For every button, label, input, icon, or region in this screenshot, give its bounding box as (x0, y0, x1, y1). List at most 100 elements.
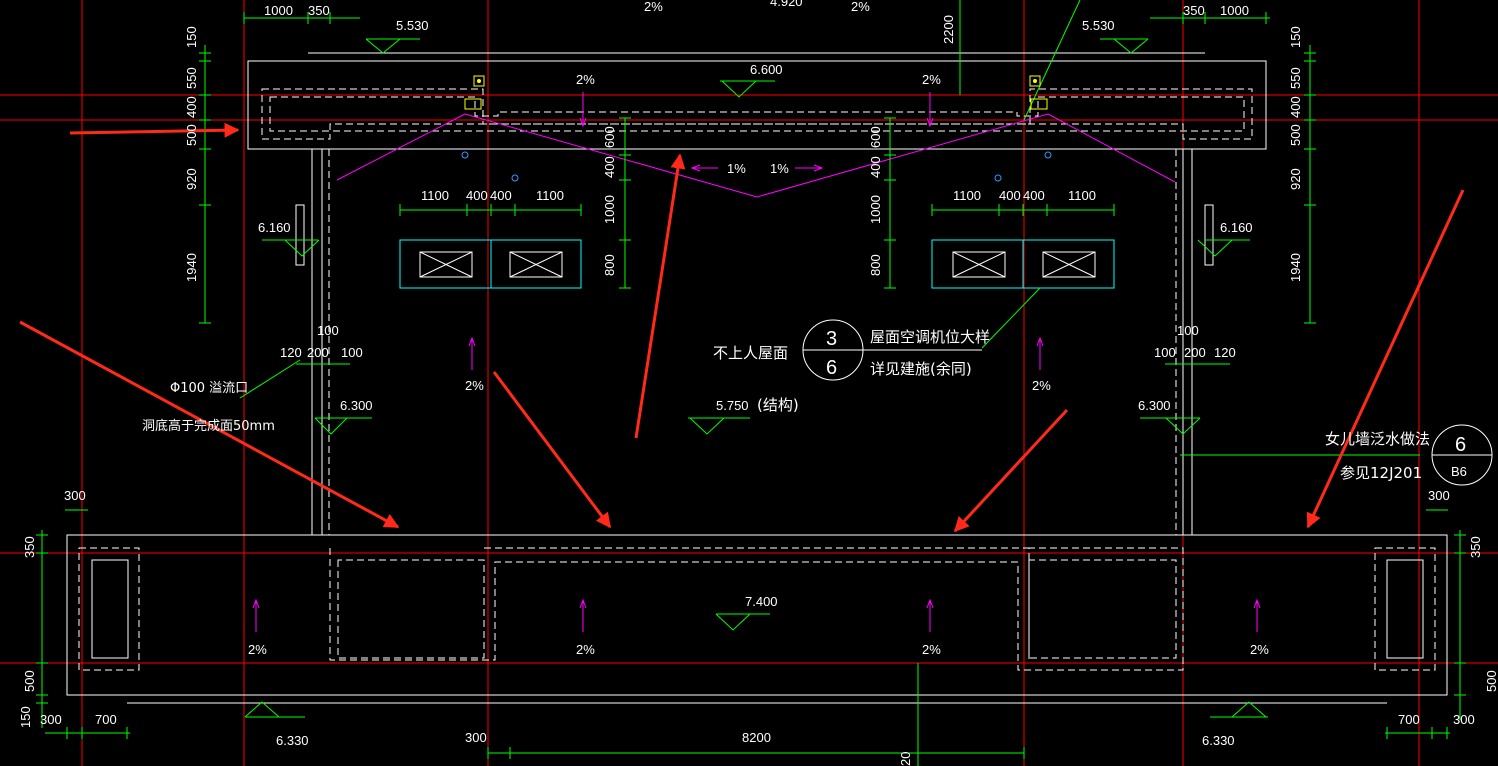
slope-lines (336, 113, 1176, 198)
dim-lower-right-v-1: 350 (1468, 536, 1483, 558)
dim-lower-right-v-2: 500 (1484, 670, 1498, 692)
dim-wall-right-2: 100 (1154, 345, 1176, 360)
dim-wall-left-2: 120 (280, 345, 302, 360)
elev-bottom-right: 6.330 (1202, 733, 1235, 748)
dim-inner-right-4: 800 (868, 254, 883, 276)
side-walls (295, 149, 1214, 535)
dim-wall-right-4: 120 (1214, 345, 1236, 360)
label-overflow-note: 洞底高于完成面50mm (142, 418, 275, 434)
elev-lower-roof: 7.400 (745, 594, 778, 609)
slope-lower-3: 2% (922, 642, 941, 657)
elevation-markers (244, 38, 1268, 718)
slope-lower-4: 2% (1250, 642, 1269, 657)
dim-right-v-5: 920 (1288, 168, 1303, 190)
dim-lower-left-v-1: 350 (22, 536, 37, 558)
dim-inner-left-3: 1000 (602, 195, 617, 224)
elev-parapet-left: 6.160 (258, 220, 291, 235)
slope-center-left: 1% (727, 161, 746, 176)
dim-lower-left-v-3: 150 (18, 706, 33, 728)
dim-bottom-left-1: 300 (40, 712, 62, 727)
dim-left-v-1: 150 (184, 26, 199, 48)
slope-upper-right: 2% (922, 72, 941, 87)
bubble-ac-bottom: 6 (826, 357, 837, 379)
dim-wall-left-4: 100 (341, 345, 363, 360)
ac-unit-marks (419, 251, 1096, 278)
slope-upper-left: 2% (576, 72, 595, 87)
dim-inner-right-2: 400 (868, 156, 883, 178)
dim-wall-left-1: 100 (317, 323, 339, 338)
dim-inner-left-2: 400 (602, 156, 617, 178)
dim-bottom-left-2: 700 (95, 712, 117, 727)
dim-right-v-6: 1940 (1288, 253, 1303, 282)
dim-inner-right-1: 600 (868, 126, 883, 148)
dim-lower-left-v-2: 500 (22, 670, 37, 692)
detail-bubble-ac (802, 319, 982, 381)
dim-top-left-1: 1000 (264, 3, 293, 18)
dim-right-v-3: 400 (1288, 96, 1303, 118)
highlight-arrow-2 (634, 153, 686, 439)
label-parapet-ref: 参见12J201 (1340, 464, 1422, 482)
elev-top-center: 4.920 (770, 0, 803, 9)
dim-ac-left-1: 1100 (421, 188, 449, 203)
dim-inner-left-4: 800 (602, 254, 617, 276)
highlight-arrows (19, 122, 1465, 533)
dim-top-right-1: 350 (1183, 3, 1205, 18)
dim-lower-right-top: 300 (1428, 488, 1450, 503)
slope-top-a: 2% (644, 0, 663, 14)
highlight-arrow-1 (69, 122, 240, 138)
elev-top-right: 5.530 (1082, 18, 1115, 33)
bubble-parapet-bottom: B6 (1451, 464, 1467, 479)
elev-bottom-left: 6.330 (276, 733, 309, 748)
dim-top-right-2: 1000 (1220, 3, 1249, 18)
elev-side-left: 6.300 (340, 398, 373, 413)
dim-right-v-2: 550 (1288, 67, 1303, 89)
dim-bottom-edge: 20 (898, 752, 913, 766)
slope-roof-left: 2% (465, 378, 484, 393)
dim-right-v-4: 500 (1288, 124, 1303, 146)
dim-top-left-2: 350 (308, 3, 330, 18)
dim-wall-right-3: 200 (1184, 345, 1206, 360)
dim-left-v-2: 550 (184, 67, 199, 89)
highlight-arrow-6 (1306, 189, 1465, 529)
label-ac-detail-title: 屋面空调机位大样 (870, 328, 990, 346)
dim-left-v-3: 400 (184, 96, 199, 118)
slope-top-b: 2% (851, 0, 870, 14)
dim-lower-left-top: 300 (64, 488, 86, 503)
dim-ac-right-4: 1100 (1068, 188, 1096, 203)
slope-center-right: 1% (770, 161, 789, 176)
label-overflow-pipe: Φ100 溢流口 (170, 381, 248, 396)
dim-ac-right-1: 1100 (953, 188, 981, 203)
dim-bottom-center-2: 8200 (742, 730, 771, 745)
dim-bottom-center-1: 300 (465, 730, 487, 745)
dim-bottom-right-1: 700 (1398, 712, 1420, 727)
dimension-ticks (36, 12, 1466, 759)
slope-lower-1: 2% (248, 642, 267, 657)
elev-upper-roof: 6.600 (750, 62, 783, 77)
drain-icon (461, 75, 1052, 182)
lower-roof-outline (66, 534, 1448, 704)
dim-left-v-4: 500 (184, 124, 199, 146)
dim-inner-left-1: 600 (602, 126, 617, 148)
dim-right-v-1: 150 (1288, 26, 1303, 48)
roof-elev-note: (结构) (757, 396, 799, 414)
ac-units (399, 239, 1115, 289)
elev-parapet-right: 6.160 (1220, 220, 1253, 235)
dim-wall-left-3: 200 (307, 345, 329, 360)
slope-roof-right: 2% (1032, 378, 1051, 393)
highlight-arrow-3 (19, 320, 400, 529)
dim-top-height: 2200 (941, 15, 956, 44)
bubble-parapet-top: 6 (1455, 434, 1466, 456)
slope-arrows (252, 92, 1261, 632)
dim-wall-right-1: 100 (1177, 323, 1199, 338)
dim-ac-left-3: 400 (490, 188, 512, 203)
dim-bottom-right-2: 300 (1453, 712, 1475, 727)
label-roof-type: 不上人屋面 (713, 344, 788, 362)
dim-left-v-6: 1940 (184, 253, 199, 282)
elev-side-right: 6.300 (1138, 398, 1171, 413)
dim-left-v-5: 920 (184, 168, 199, 190)
label-ac-detail-ref: 详见建施(余同) (870, 360, 972, 378)
dim-inner-right-3: 1000 (868, 195, 883, 224)
dim-ac-right-3: 400 (1023, 188, 1045, 203)
highlight-arrow-5 (953, 408, 1069, 533)
